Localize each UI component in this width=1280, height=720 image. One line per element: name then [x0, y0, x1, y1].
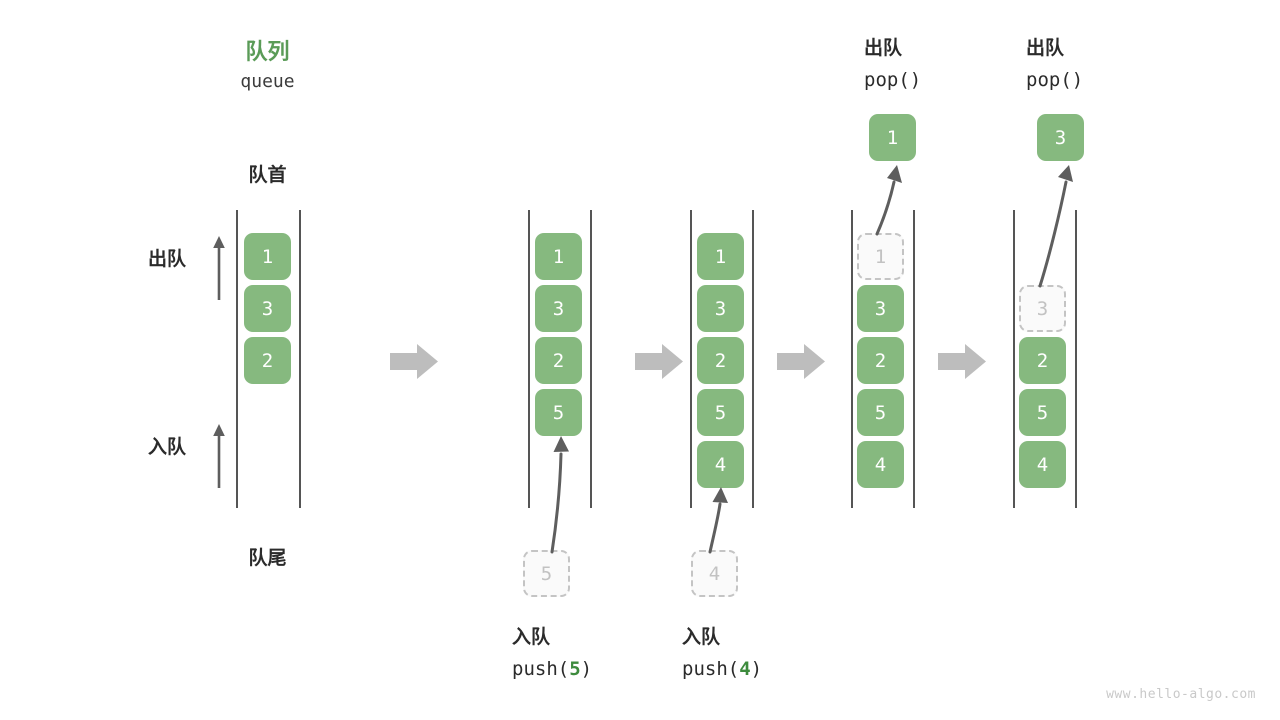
op-label-code: pop(): [1026, 69, 1083, 91]
op-code-prefix: push(: [512, 658, 570, 680]
queue-cell: 5: [1019, 389, 1066, 436]
queue-cell: 1: [697, 233, 744, 280]
legend-dequeue-label: 出队: [148, 249, 187, 270]
queue-cell: 5: [697, 389, 744, 436]
queue-cell-new: 5: [535, 389, 582, 436]
enqueue-motion-arrow: [550, 436, 569, 554]
step-arrow: [777, 344, 825, 379]
queue-cell: 3: [697, 285, 744, 332]
op-code-number: 4: [739, 658, 751, 680]
op-code-suffix: ): [1071, 69, 1084, 91]
legend-enqueue-label: 入队: [148, 437, 187, 458]
popped-cell: 3: [1037, 114, 1084, 161]
enqueue-motion-arrow: [708, 487, 728, 554]
queue-cell-new: 4: [697, 441, 744, 488]
queue-rail-right: [299, 210, 301, 508]
queue-cell: 3: [857, 285, 904, 332]
watermark: www.hello-algo.com: [1106, 687, 1256, 702]
queue-cell: 2: [244, 337, 291, 384]
queue-title-cn: 队列: [245, 39, 290, 64]
queue-rail-left: [690, 210, 692, 508]
op-code-prefix: pop(: [1026, 69, 1072, 91]
dequeue-motion-arrow: [1038, 165, 1073, 288]
queue-rail-left: [1013, 210, 1015, 508]
step-arrow: [938, 344, 986, 379]
op-label-cn: 入队: [512, 627, 551, 648]
dequeue-direction-arrow: [213, 236, 225, 300]
op-label-cn: 出队: [864, 38, 903, 59]
step-arrow: [390, 344, 438, 379]
op-label-code: push(5): [512, 658, 592, 680]
queue-rail-right: [752, 210, 754, 508]
queue-title-en: queue: [240, 71, 295, 92]
queue-rail-left: [528, 210, 530, 508]
queue-cell: 1: [244, 233, 291, 280]
queue-ghost-cell: 4: [691, 550, 738, 597]
queue-rail-right: [913, 210, 915, 508]
op-label-code: push(4): [682, 658, 762, 680]
step-arrow: [635, 344, 683, 379]
queue-head-label: 队首: [248, 165, 287, 186]
op-code-number: 5: [569, 658, 581, 680]
queue-rail-right: [590, 210, 592, 508]
queue-ghost-cell: 3: [1019, 285, 1066, 332]
op-code-suffix: ): [909, 69, 922, 91]
op-label-cn: 出队: [1026, 38, 1065, 59]
queue-cell: 3: [535, 285, 582, 332]
enqueue-direction-arrow: [213, 424, 225, 488]
queue-ghost-cell: 1: [857, 233, 904, 280]
queue-cell: 2: [857, 337, 904, 384]
op-label-code: pop(): [864, 69, 921, 91]
op-code-prefix: pop(: [864, 69, 910, 91]
queue-cell: 2: [697, 337, 744, 384]
queue-rail-right: [1075, 210, 1077, 508]
queue-ghost-cell: 5: [523, 550, 570, 597]
queue-rail-left: [236, 210, 238, 508]
queue-cell: 2: [1019, 337, 1066, 384]
queue-cell: 1: [535, 233, 582, 280]
queue-rail-left: [851, 210, 853, 508]
op-code-prefix: push(: [682, 658, 740, 680]
queue-cell: 4: [1019, 441, 1066, 488]
queue-cell: 4: [857, 441, 904, 488]
popped-cell: 1: [869, 114, 916, 161]
dequeue-motion-arrow: [875, 165, 902, 236]
queue-tail-label: 队尾: [248, 548, 287, 569]
op-label-cn: 入队: [682, 627, 721, 648]
queue-cell: 3: [244, 285, 291, 332]
op-code-suffix: ): [580, 658, 593, 680]
queue-cell: 2: [535, 337, 582, 384]
queue-cell: 5: [857, 389, 904, 436]
op-code-suffix: ): [750, 658, 763, 680]
